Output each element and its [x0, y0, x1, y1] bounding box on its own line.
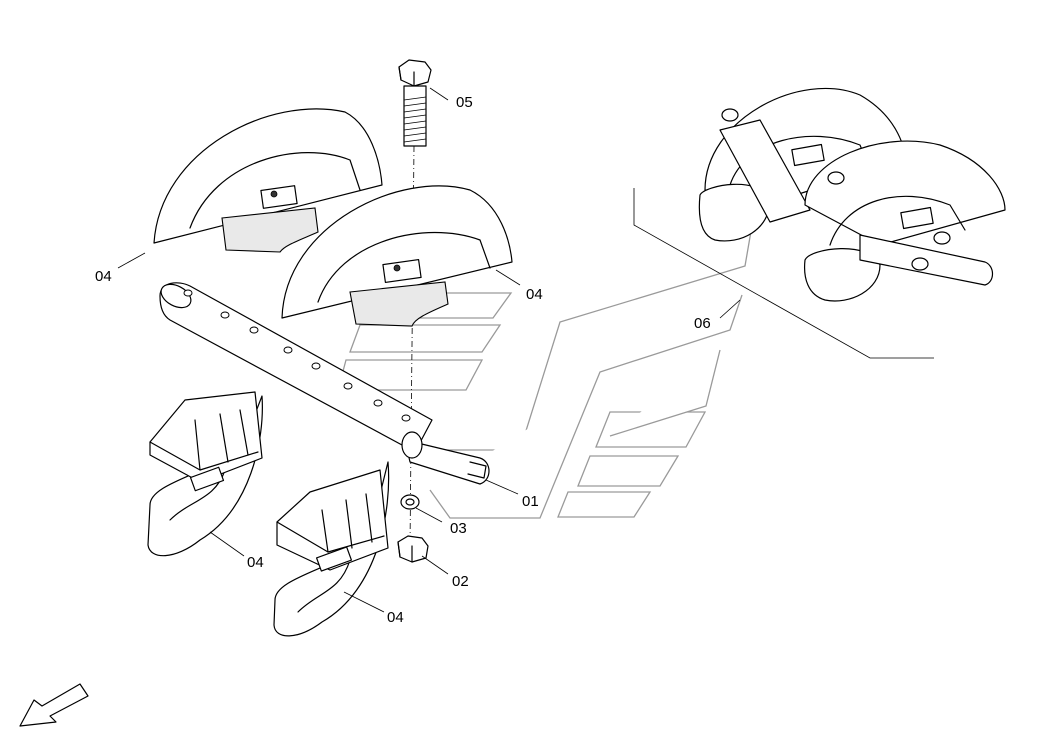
callout-06: 06 — [694, 315, 711, 332]
half-shell-lower-left — [147, 391, 263, 557]
assembly-part-06 — [698, 87, 1006, 302]
bolt-part-05 — [398, 59, 432, 147]
half-shell-upper-middle — [281, 185, 513, 327]
callout-01: 01 — [522, 493, 539, 510]
assembly-bracket — [633, 188, 934, 359]
callout-04-upper-left: 04 — [95, 268, 112, 285]
callout-04-lower-middle: 04 — [387, 609, 404, 626]
callout-05: 05 — [456, 94, 473, 111]
washer-part-03 — [400, 494, 420, 510]
callout-02: 02 — [452, 573, 469, 590]
half-shell-upper-left — [153, 108, 383, 253]
watermark-logo — [337, 207, 756, 519]
shaft-part-01 — [159, 282, 490, 485]
direction-arrow-icon — [19, 683, 89, 727]
callout-03: 03 — [450, 520, 467, 537]
callout-04-lower-left: 04 — [247, 554, 264, 571]
leader-lines — [117, 87, 741, 613]
callout-04-upper-middle: 04 — [526, 286, 543, 303]
half-shell-lower-middle — [273, 461, 390, 637]
nut-part-02 — [397, 535, 429, 563]
